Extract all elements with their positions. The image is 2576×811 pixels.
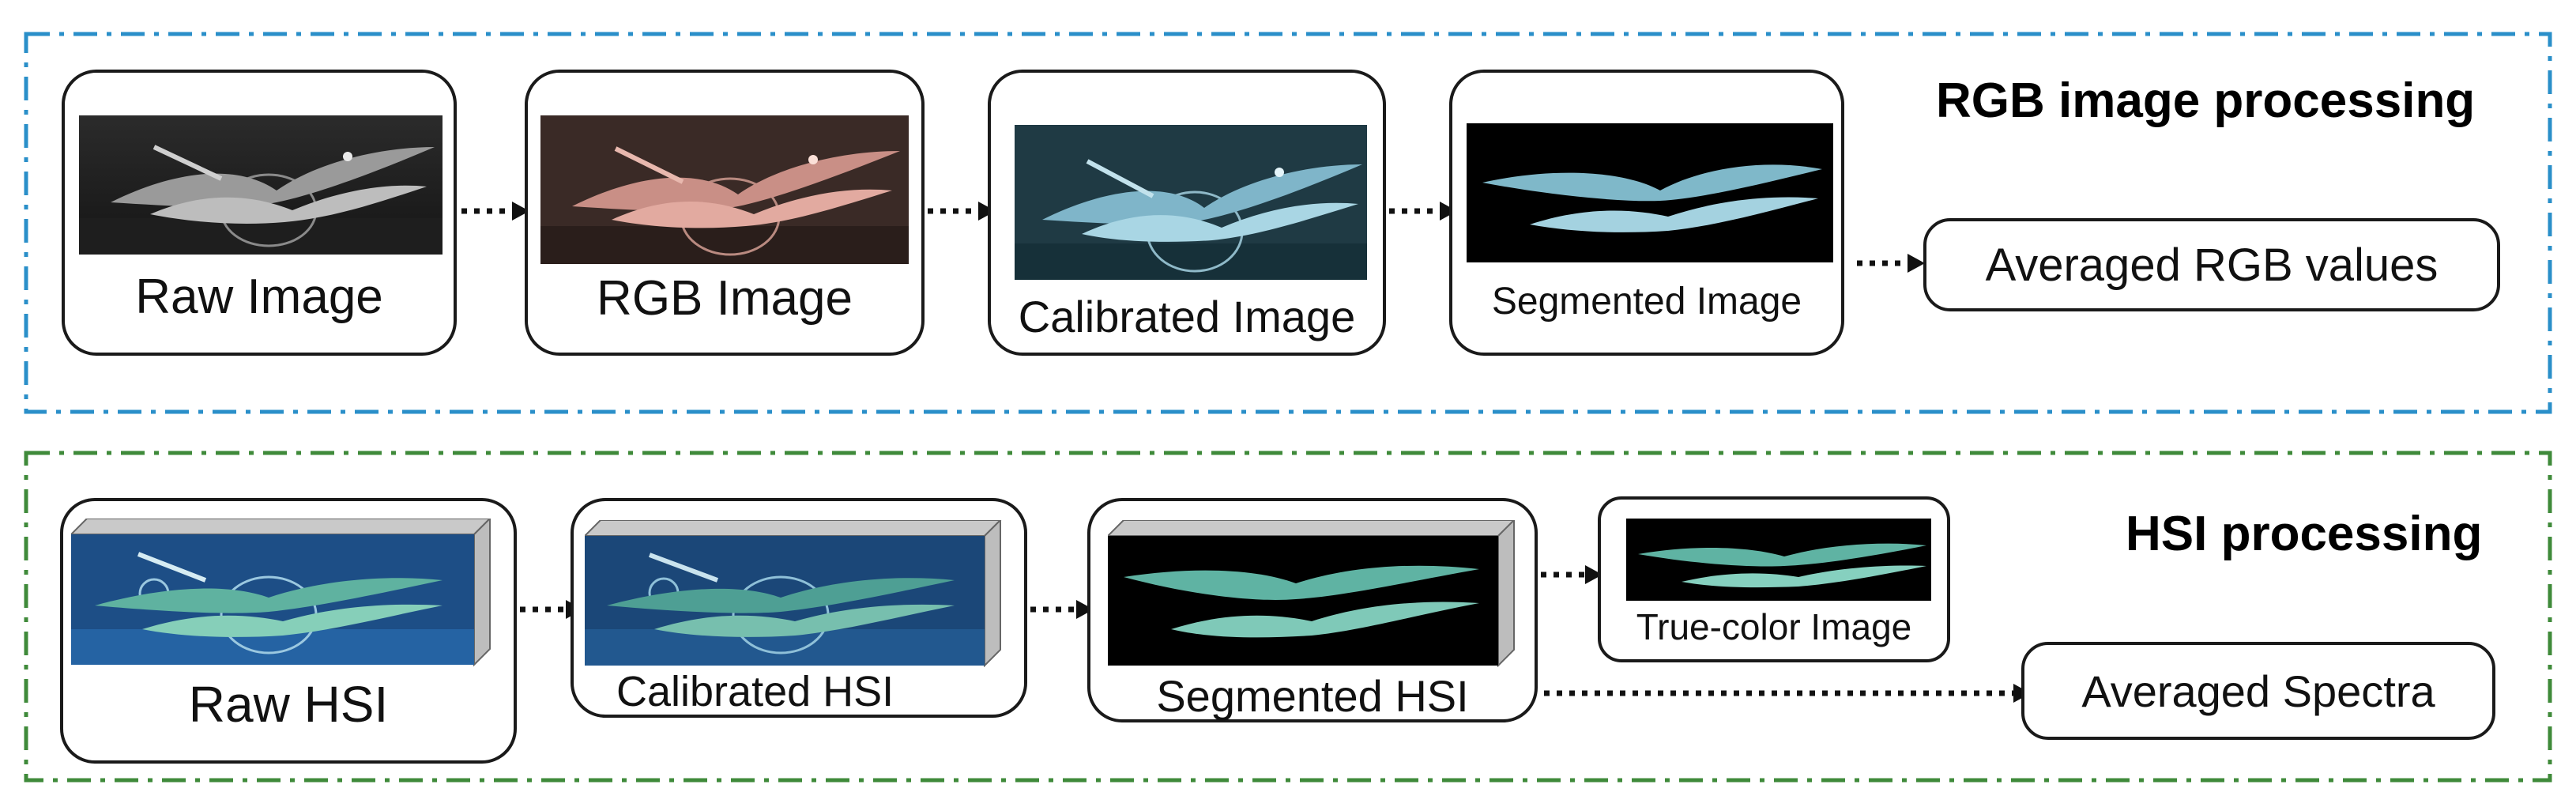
- rgb-panel-border: [24, 32, 2552, 414]
- hsi-section-title: HSI processing: [2126, 507, 2483, 561]
- hsi-processing-panel: [24, 451, 2552, 783]
- segmented-hsi-box: Segmented HSI: [1087, 498, 1538, 722]
- calibrated-image-label: Calibrated Image: [1018, 292, 1356, 341]
- true-color-image-thumbnail: [1626, 519, 1931, 601]
- raw-image-thumbnail: [79, 115, 443, 255]
- raw-hsi-cube: [71, 519, 514, 669]
- segmented-image-label: Segmented Image: [1491, 281, 1802, 323]
- calibrated-hsi-cube: [585, 520, 1024, 667]
- arrow-segmented-hsi-to-averaged-spectra: [1544, 684, 2031, 703]
- true-color-image-label: True-color Image: [1636, 606, 1912, 647]
- rgb-section-title: RGB image processing: [1936, 74, 2476, 128]
- segmented-image-thumbnail: [1467, 123, 1833, 262]
- rgb-image-label: RGB Image: [597, 271, 853, 326]
- arrow-calibrated-hsi-to-segmented-hsi: [1030, 600, 1094, 619]
- arrow-rgb-to-calibrated: [928, 202, 996, 221]
- rgb-image-box: RGB Image: [525, 70, 925, 356]
- calibrated-image-box: Calibrated Image: [988, 70, 1386, 356]
- calibrated-hsi-label: Calibrated HSI: [616, 668, 894, 715]
- raw-hsi-box: Raw HSI: [60, 498, 517, 764]
- calibrated-image-thumbnail: [1015, 125, 1367, 280]
- segmented-hsi-cube: [1108, 520, 1535, 667]
- calibrated-hsi-box: Calibrated HSI: [571, 498, 1027, 718]
- arrow-segmented-hsi-to-true-color: [1541, 565, 1602, 584]
- rgb-image-thumbnail: [540, 115, 909, 264]
- arrow-calibrated-to-segmented: [1389, 202, 1457, 221]
- segmented-image-box: Segmented Image: [1449, 70, 1844, 356]
- averaged-rgb-values-box: Averaged RGB values: [1923, 218, 2500, 311]
- raw-image-label: Raw Image: [135, 270, 383, 324]
- averaged-spectra-box: Averaged Spectra: [2021, 642, 2495, 740]
- raw-image-box: Raw Image: [62, 70, 457, 356]
- hsi-panel-border: [24, 451, 2552, 783]
- rgb-processing-panel: [24, 32, 2552, 414]
- raw-hsi-label: Raw HSI: [188, 676, 389, 733]
- arrow-segmented-to-averaged-rgb: [1857, 254, 1925, 273]
- true-color-image-box: True-color Image: [1598, 496, 1950, 662]
- arrow-raw-to-rgb: [461, 202, 529, 221]
- segmented-hsi-label: Segmented HSI: [1156, 671, 1469, 721]
